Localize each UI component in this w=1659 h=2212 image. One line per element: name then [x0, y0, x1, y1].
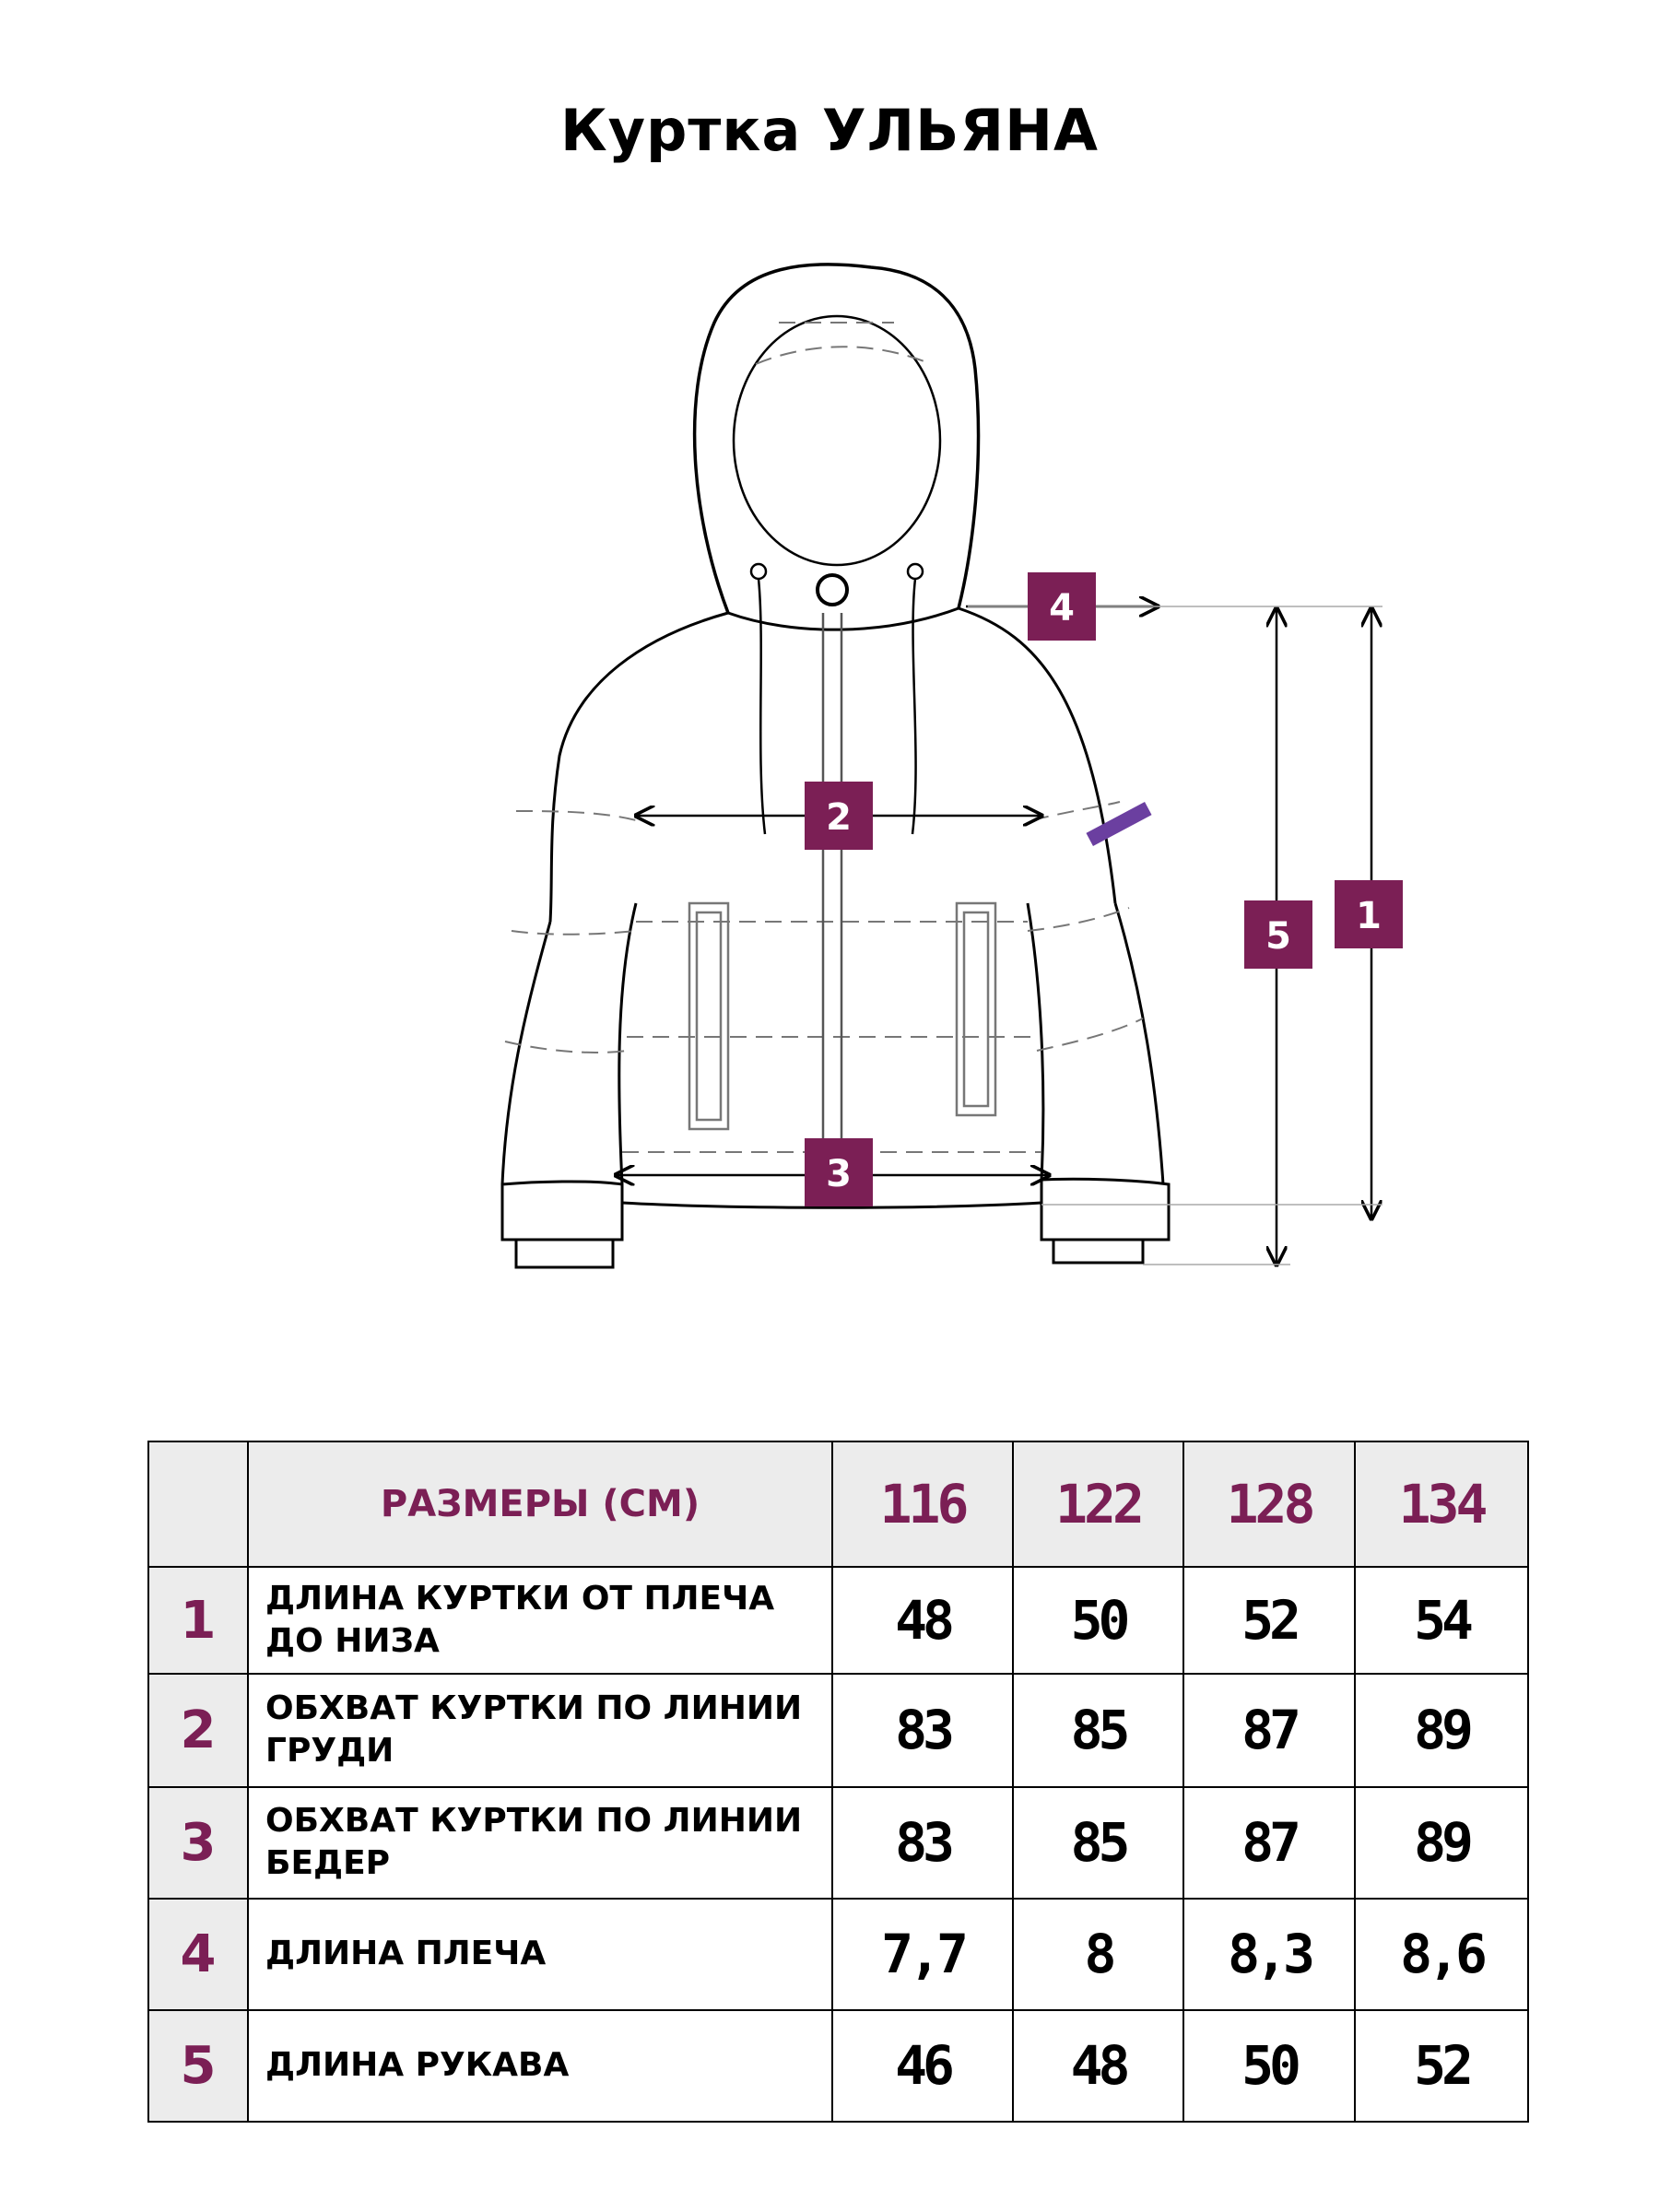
table-row: 4 ДЛИНА ПЛЕЧА 7,7 8 8,3 8,6	[147, 1897, 1529, 2011]
row-number: 4	[147, 1897, 249, 2011]
row-number: 2	[147, 1673, 249, 1788]
row-value: 87	[1182, 1673, 1356, 1788]
measure-badge-2: 2	[805, 782, 873, 850]
header-size-cell: 116	[831, 1440, 1014, 1569]
row-value: 52	[1182, 1566, 1356, 1676]
table-row: 2 ОБХВАТ КУРТКИ ПО ЛИНИИ ГРУДИ 83 85 87 …	[147, 1673, 1529, 1788]
badge-1-label: 1	[1356, 895, 1382, 937]
row-value: 83	[831, 1785, 1014, 1900]
row-value: 48	[831, 1566, 1014, 1676]
row-value: 50	[1012, 1566, 1184, 1676]
jacket-zipper	[749, 562, 924, 1203]
row-value: 8,6	[1354, 1897, 1529, 2011]
jacket-pockets	[688, 901, 997, 1131]
jacket-diagram: 4 2 5 1 3	[500, 263, 1403, 1269]
row-label: ДЛИНА РУКАВА	[247, 2008, 833, 2124]
header-sizes-label: РАЗМЕРЫ (СМ)	[247, 1440, 833, 1569]
row-label: ОБХВАТ КУРТКИ ПО ЛИНИИ БЕДЕР	[247, 1785, 833, 1900]
row-label: ДЛИНА ПЛЕЧА	[247, 1897, 833, 2011]
row-value: 46	[831, 2008, 1014, 2124]
row-value: 50	[1182, 2008, 1356, 2124]
row-value: 54	[1354, 1566, 1529, 1676]
badge-3-label: 3	[826, 1153, 852, 1195]
row-value: 7,7	[831, 1897, 1014, 2011]
row-value: 48	[1012, 2008, 1184, 2124]
sleeve-logo-patch	[1086, 802, 1152, 846]
row-value: 89	[1354, 1673, 1529, 1788]
header-size-cell: 122	[1012, 1440, 1184, 1569]
measure-badge-4: 4	[1028, 572, 1096, 641]
row-value: 83	[831, 1673, 1014, 1788]
table-header-row: РАЗМЕРЫ (СМ) 116 122 128 134	[147, 1440, 1529, 1569]
row-number: 5	[147, 2008, 249, 2124]
badge-4-label: 4	[1049, 587, 1075, 629]
measure-badge-3: 3	[805, 1138, 873, 1206]
page-title: Куртка УЛЬЯНА	[559, 97, 1100, 164]
header-size-cell: 128	[1182, 1440, 1356, 1569]
row-value: 85	[1012, 1673, 1184, 1788]
table-row: 1 ДЛИНА КУРТКИ ОТ ПЛЕЧА ДО НИЗА 48 50 52…	[147, 1566, 1529, 1676]
corner-cell	[147, 1440, 249, 1569]
measure-badge-5: 5	[1244, 900, 1312, 969]
measure-badge-1: 1	[1335, 880, 1403, 948]
badge-5-label: 5	[1265, 915, 1291, 958]
table-row: 3 ОБХВАТ КУРТКИ ПО ЛИНИИ БЕДЕР 83 85 87 …	[147, 1785, 1529, 1900]
row-value: 87	[1182, 1785, 1356, 1900]
row-label: ОБХВАТ КУРТКИ ПО ЛИНИИ ГРУДИ	[247, 1673, 833, 1788]
size-table: РАЗМЕРЫ (СМ) 116 122 128 134 1 ДЛИНА КУР…	[147, 1440, 1529, 2124]
row-value: 8,3	[1182, 1897, 1356, 2011]
table-row: 5 ДЛИНА РУКАВА 46 48 50 52	[147, 2008, 1529, 2124]
badge-2-label: 2	[826, 796, 852, 839]
row-number: 3	[147, 1785, 249, 1900]
row-value: 85	[1012, 1785, 1184, 1900]
row-value: 8	[1012, 1897, 1184, 2011]
row-number: 1	[147, 1566, 249, 1676]
jacket-outline	[500, 263, 1171, 1269]
row-value: 52	[1354, 2008, 1529, 2124]
row-value: 89	[1354, 1785, 1529, 1900]
row-label: ДЛИНА КУРТКИ ОТ ПЛЕЧА ДО НИЗА	[247, 1566, 833, 1676]
header-size-cell: 134	[1354, 1440, 1529, 1569]
